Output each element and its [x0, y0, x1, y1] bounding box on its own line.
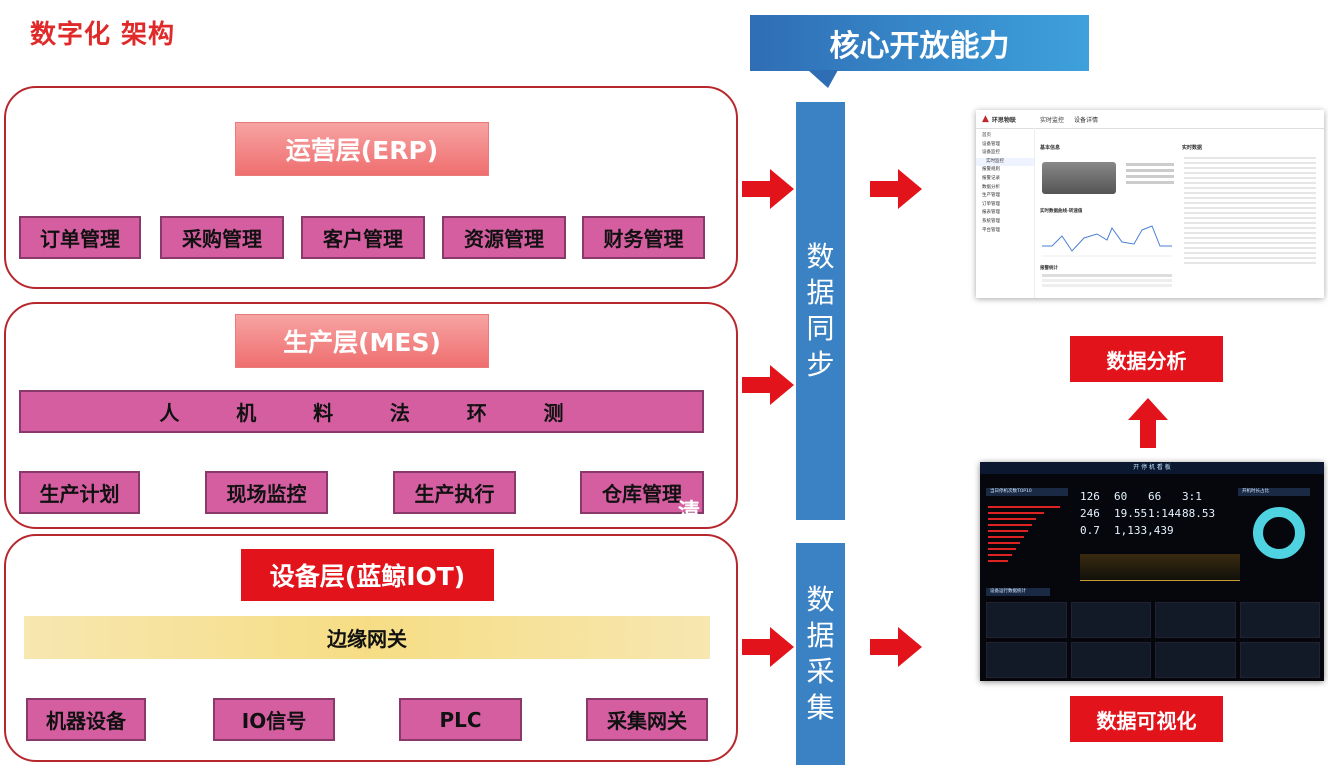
collect-char-3: 采: [806, 655, 835, 688]
menu-item: 订单管理: [982, 201, 1000, 207]
factor-material: 料: [313, 401, 334, 425]
iot-module-plc: PLC: [399, 698, 522, 741]
collect-char-4: 集: [806, 691, 835, 724]
sync-char-2: 据: [806, 276, 835, 309]
banner-pointer-icon: [808, 70, 838, 88]
kpi-5: 246: [1080, 507, 1100, 520]
analysis-screenshot: ▲ 环思物联 实时监控 设备详情 首页 设备管理 设备监控 实时监控 报警规则 …: [976, 110, 1324, 298]
iot-module-machine: 机器设备: [26, 698, 146, 741]
menu-item: 报警记录: [982, 175, 1000, 181]
factor-person: 人: [159, 401, 180, 425]
up-arrow-icon: [1128, 398, 1168, 448]
kpi-10: 1,133,439: [1114, 524, 1174, 537]
menu-item: 生产管理: [982, 193, 1000, 199]
donut-chart: [1253, 507, 1305, 559]
stats-title: 设备运行数据统计: [986, 588, 1050, 596]
collect-char-2: 据: [806, 619, 835, 652]
menu-item: 报表管理: [982, 210, 1000, 216]
brand-logo-icon: ▲: [982, 114, 989, 124]
right-arrow-visual: [870, 627, 922, 667]
brand-name: 环思物联: [991, 116, 1016, 124]
erp-header: 运营层(ERP): [235, 122, 489, 176]
trend-line-chart: [1042, 225, 1172, 257]
visual-dashboard-screenshot: 开 停 机 看 板 当日停机次数TOP10 126 60 66 3:1 246 19.5…: [980, 462, 1324, 681]
kpi-4: 3:1: [1182, 490, 1202, 503]
section-basic: 基本信息: [1040, 145, 1061, 151]
core-capability-banner: 核心开放能力: [750, 15, 1089, 71]
erp-module-purchase: 采购管理: [160, 216, 284, 259]
menu-item: 设备管理: [982, 141, 1000, 147]
mes-module-execution: 生产执行: [393, 471, 516, 514]
data-analysis-label: 数据分析: [1070, 336, 1223, 382]
top10-title: 当日停机次数TOP10: [986, 488, 1068, 496]
mes-factors-bar: 人 机 料 法 环 测: [19, 390, 704, 433]
section-chart: 实时数据曲线-转速值: [1040, 209, 1083, 214]
erp-module-resource: 资源管理: [442, 216, 566, 259]
factor-measure: 测: [543, 401, 564, 425]
kpi-8: 88.53: [1182, 507, 1216, 520]
kpi-9: 0.7: [1080, 524, 1100, 537]
menu-item: 报警规则: [982, 167, 1000, 173]
kpi-1: 126: [1080, 490, 1100, 503]
data-sync-bar: 数 据 同 步: [796, 102, 845, 520]
factor-machine: 机: [236, 401, 257, 425]
factor-environment: 环: [466, 401, 487, 425]
collect-char-1: 数: [806, 583, 835, 616]
mes-module-warehouse: 仓库管理: [580, 471, 704, 514]
kpi-2: 60: [1114, 490, 1128, 503]
right-arrow-analysis: [870, 169, 922, 209]
top10-bars: [988, 502, 1068, 580]
menu-item: 系统管理: [982, 218, 1000, 224]
kpi-7: 1:144: [1148, 507, 1182, 520]
menu-item: 设备监控: [982, 150, 1000, 156]
right-arrow-mes: [742, 365, 794, 405]
sync-char-4: 步: [806, 348, 835, 381]
device-card-grid: [986, 602, 1320, 678]
mes-module-plan: 生产计划: [19, 471, 140, 514]
kpi-numbers: 126 60 66 3:1 246 19.551:14488.53 0.7 1,133,4…: [1080, 488, 1230, 548]
kpi-3: 66: [1148, 490, 1162, 503]
data-collect-bar: 数 据 采 集: [796, 543, 845, 765]
right-arrow-iot: [742, 627, 794, 667]
page-title: 数字化 架构: [30, 20, 176, 50]
ratio-title: 开机时长占比: [1238, 488, 1310, 496]
mes-module-monitor: 现场监控: [205, 471, 328, 514]
menu-item-active: 实时监控: [976, 157, 1034, 167]
right-arrow-erp: [742, 169, 794, 209]
side-menu: 首页 设备管理 设备监控 实时监控 报警规则 报警记录 数据分析 生产管理 订单…: [976, 128, 1035, 298]
kpi-6: 19.55: [1114, 507, 1148, 520]
realtime-table: [1184, 154, 1316, 294]
section-realtime: 实时数据: [1182, 145, 1203, 151]
erp-module-customer: 客户管理: [301, 216, 425, 259]
erp-module-order: 订单管理: [19, 216, 141, 259]
factor-method: 法: [389, 401, 410, 425]
iot-module-io: IO信号: [213, 698, 335, 741]
basic-info-lines: [1126, 160, 1174, 196]
nav-tab-device: 设备详情: [1073, 116, 1098, 124]
sync-char-1: 数: [806, 240, 835, 273]
machine-image: [1042, 162, 1116, 194]
dashboard-title: 开 停 机 看 板: [980, 462, 1324, 474]
sync-char-3: 同: [806, 312, 835, 345]
nav-tab-realtime: 实时监控: [1039, 116, 1064, 124]
stray-char: 清: [678, 500, 701, 525]
mes-header: 生产层(MES): [235, 314, 489, 368]
edge-gateway-bar: 边缘网关: [24, 616, 710, 659]
stats-table: [1042, 272, 1172, 290]
iot-header: 设备层(蓝鲸IOT): [241, 549, 494, 601]
data-visual-label: 数据可视化: [1070, 696, 1223, 742]
menu-item: 平台管理: [982, 227, 1000, 233]
menu-item: 数据分析: [982, 184, 1000, 190]
trend-area-chart: [1080, 554, 1240, 581]
erp-module-finance: 财务管理: [582, 216, 705, 259]
iot-module-collector: 采集网关: [586, 698, 708, 741]
menu-item: 首页: [982, 133, 991, 138]
section-stats: 报警统计: [1040, 266, 1058, 271]
